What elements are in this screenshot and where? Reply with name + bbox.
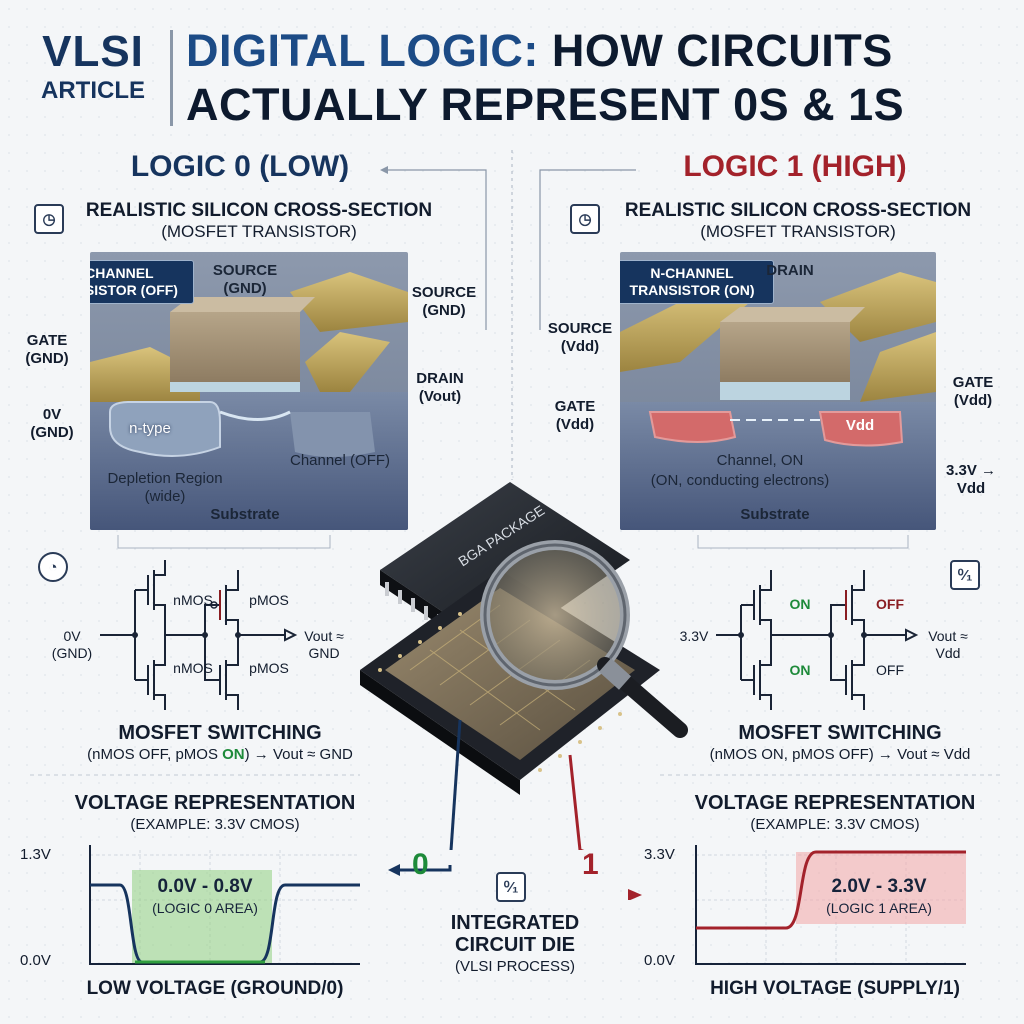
die-sub: (VLSI PROCESS) [454,958,576,975]
right-cross-section: N-CHANNEL TRANSISTOR (ON) DRAIN Vdd Chan… [620,252,936,530]
ic-chip-illustration [360,482,688,850]
logic-1-heading: LOGIC 1 (HIGH) [683,150,907,183]
left-cross-title: REALISTIC SILICON CROSS-SECTION [85,200,433,221]
right-pmos-bottom-state: OFF [876,662,904,678]
left-cross-section: N-CHANNEL TRANSISTOR (OFF) SOURCE (GND) … [90,252,408,530]
left-y-tick-high: 1.3V [20,846,51,863]
left-source-right-label: SOURCE (GND) [411,284,477,319]
zero-v-label: 0V (GND) [30,406,74,441]
left-switch-on: ON [222,746,245,763]
right-nmos-bottom-state: ON [789,662,811,678]
left-switch-post: ) → Vout ≈ GND [244,746,353,763]
right-input-label: 3.3V [679,628,709,644]
logic-0-heading: LOGIC 0 (LOW) [130,150,350,183]
logic1-band-sub: (LOGIC 1 AREA) [826,900,932,916]
left-cross-sub: (MOSFET TRANSISTOR) [161,222,357,241]
header-divider [170,30,173,126]
right-switch-sub: (nMOS ON, pMOS OFF) → Vout ≈ Vdd [709,746,971,763]
channel-off-label: Channel (OFF) [289,452,391,469]
title-line2: ACTUALLY REPRESENT 0S & 1S [186,79,905,130]
right-source-label: SOURCE (Vdd) [547,320,613,355]
left-input-label: 0V (GND) [51,628,93,661]
right-substrate-label: Substrate [740,506,810,523]
left-gate-label: GATE (GND) [25,332,69,367]
left-drain-label: DRAIN (Vout) [416,370,464,405]
left-pmos-top: pMOS [249,592,289,608]
article-tag: VLSI ARTICLE [28,28,158,106]
channel-on-label: Channel, ON [716,452,804,469]
right-cross-sub: (MOSFET TRANSISTOR) [700,222,896,241]
vdd-label: Vdd [845,417,875,434]
right-gate-right-label: GATE (Vdd) [952,374,994,409]
binary-icon: ⁰⁄₁ [950,560,980,590]
title-line1: HOW CIRCUITS [538,25,893,76]
left-bottom-label: LOW VOLTAGE (GROUND/0) [86,978,344,999]
logic0-band-label: 0.0V - 0.8V [157,876,253,897]
logic1-band-label: 2.0V - 3.3V [831,876,927,897]
right-output-label: Vout ≈ Vdd [928,628,968,661]
right-pmos-top-state: OFF [876,596,904,612]
page-title: DIGITAL LOGIC: HOW CIRCUITS ACTUALLY REP… [186,24,1006,132]
right-y-tick-low: 0.0V [644,952,675,969]
left-voltage-chart [89,845,360,965]
right-volt-title: VOLTAGE REPRESENTATION [694,792,976,814]
tag-article: ARTICLE [41,77,145,104]
channel-on-sub: (ON, conducting electrons) [650,472,830,489]
left-volt-title: VOLTAGE REPRESENTATION [74,792,356,814]
left-nmos-top: nMOS [173,592,213,608]
right-drain-label: DRAIN [766,262,814,279]
right-volt-sub: (EXAMPLE: 3.3V CMOS) [750,816,920,833]
gauge-icon: ◷ [34,204,64,234]
gauge-icon: ◔ [38,552,68,582]
depletion-label: Depletion Region (wide) [107,470,223,505]
binary-icon: ⁰⁄₁ [496,872,526,902]
left-volt-sub: (EXAMPLE: 3.3V CMOS) [130,816,300,833]
zero-marker: 0 [412,848,429,881]
right-voltage-chart [695,845,966,965]
right-nmos-top-state: ON [789,596,811,612]
left-cross-section-art [90,252,408,530]
logic0-band [132,870,272,964]
left-pmos-bottom: pMOS [249,660,289,676]
ntype-label: n-type [129,420,171,437]
left-switch-sub: (nMOS OFF, pMOS ON) → Vout ≈ GND [30,746,410,763]
tag-vlsi: VLSI [42,27,144,76]
left-substrate-label: Substrate [210,506,280,523]
gauge-icon: ◷ [570,204,600,234]
die-title: INTEGRATED CIRCUIT DIE [450,912,580,956]
right-switch-title: MOSFET SWITCHING [738,722,942,744]
logic1-waveform [696,850,966,930]
left-callout: N-CHANNEL TRANSISTOR (OFF) [90,260,194,304]
left-source-label: SOURCE (GND) [212,262,278,297]
right-bottom-label: HIGH VOLTAGE (SUPPLY/1) [710,978,960,999]
left-output-label: Vout ≈ GND [304,628,344,661]
right-cmos-circuit [716,570,919,710]
title-accent: DIGITAL LOGIC: [186,25,539,76]
left-nmos-bottom: nMOS [173,660,213,676]
right-cross-title: REALISTIC SILICON CROSS-SECTION [624,200,972,221]
left-switch-title: MOSFET SWITCHING [118,722,322,744]
supply-label: 3.3V → Vdd [945,462,997,497]
right-gate-left-label: GATE (Vdd) [554,398,596,433]
one-marker: 1 [582,848,599,881]
right-y-tick-high: 3.3V [644,846,675,863]
left-y-tick-low: 0.0V [20,952,51,969]
logic1-band [796,852,966,924]
left-cmos-circuit [100,560,298,710]
left-switch-pre: (nMOS OFF, pMOS [87,746,223,763]
logic0-band-sub: (LOGIC 0 AREA) [152,900,258,916]
center-arrows [388,864,642,900]
right-callout: N-CHANNEL TRANSISTOR (ON) [620,260,774,304]
